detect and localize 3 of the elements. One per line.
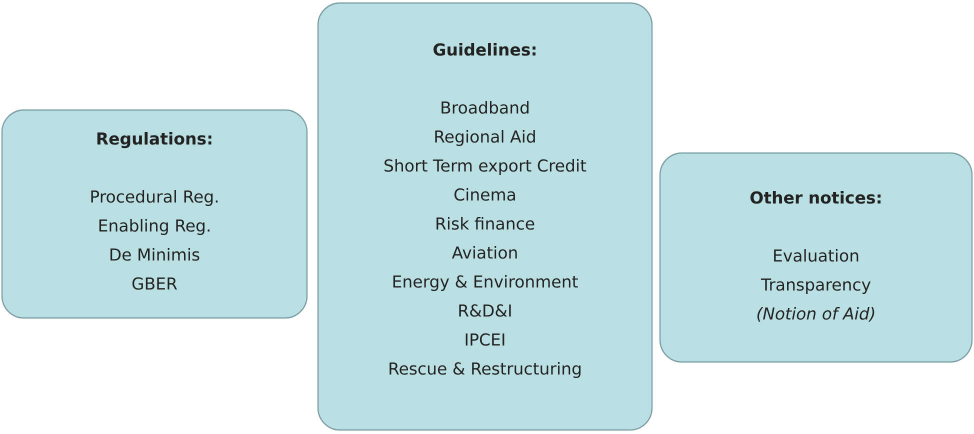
rounded-box: Regulations: Procedural Reg. Enabling Reg. De Minimis GBER [1, 109, 308, 319]
rounded-box: Other notices: Evaluation Transparency (Notion of Aid) [659, 152, 973, 363]
rounded-box: Guidelines: Broadband Regional Aid Short Term export Credit Cinema Risk finance Aviation Energy & Environment R&D&I IPCEI Rescue & Restructuring [317, 2, 653, 431]
